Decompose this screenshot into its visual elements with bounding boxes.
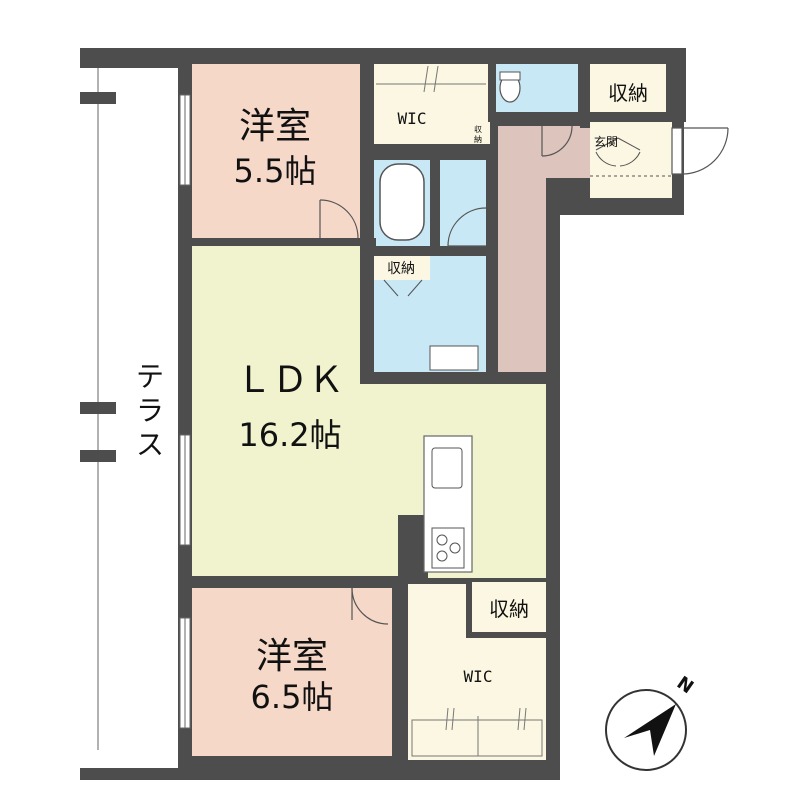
storage-bottom-label: 収納 (489, 597, 529, 621)
wic-bottom-rail (411, 707, 543, 757)
terrace-post (80, 402, 116, 414)
wic-top-label: WIC (398, 109, 427, 128)
bedroom-bottom-size: 6.5帖 (251, 678, 334, 716)
washbasin-icon (429, 345, 479, 371)
north-arrow-icon: N (605, 672, 697, 771)
bathtub-icon (379, 163, 425, 241)
door-bath (447, 207, 487, 247)
terrace-label-2: ラ (136, 394, 164, 427)
window-bedroom-top (179, 94, 191, 186)
room-entrance (590, 122, 672, 198)
room-storage-bottom (472, 582, 546, 632)
door-storage-bath (383, 279, 423, 297)
window-ldk (179, 434, 191, 546)
wic-bottom-label: WIC (464, 667, 493, 686)
door-bedroom-bottom (351, 587, 389, 625)
wic-top-rail (376, 65, 486, 93)
storage-small-label-1: 収 (474, 124, 482, 134)
terrace-label-3: ス (136, 428, 164, 461)
sink-icon (431, 447, 463, 489)
terrace-post (80, 92, 116, 104)
storage-bath-label: 収納 (387, 261, 415, 277)
entrance-label: 玄関 (594, 134, 618, 149)
terrace-post (80, 450, 116, 462)
room-bedroom-top (192, 64, 360, 238)
bedroom-top-name: 洋室 (239, 106, 311, 147)
door-bedroom-top (319, 199, 359, 239)
storage-top-label: 収納 (608, 81, 648, 105)
room-storage-top (590, 64, 666, 114)
terrace-label-1: テ (136, 360, 164, 393)
storage-small-label-2: 納 (474, 134, 482, 144)
ldk-name: ＬＤＫ (236, 360, 344, 401)
bedroom-top-size: 5.5帖 (234, 152, 317, 190)
compass-label: N (673, 672, 697, 698)
door-front (671, 127, 729, 175)
door-toilet (541, 125, 573, 157)
room-hallway (498, 126, 590, 372)
window-bedroom-bottom (179, 617, 191, 729)
room-storage-bath (374, 256, 430, 280)
bedroom-bottom-name: 洋室 (256, 636, 328, 677)
door-entrance-shoebox (590, 137, 672, 177)
room-bedroom-bottom (192, 588, 392, 756)
stove-icon (431, 527, 465, 569)
room-small-storage (466, 120, 490, 144)
ldk-size: 16.2帖 (238, 416, 341, 454)
